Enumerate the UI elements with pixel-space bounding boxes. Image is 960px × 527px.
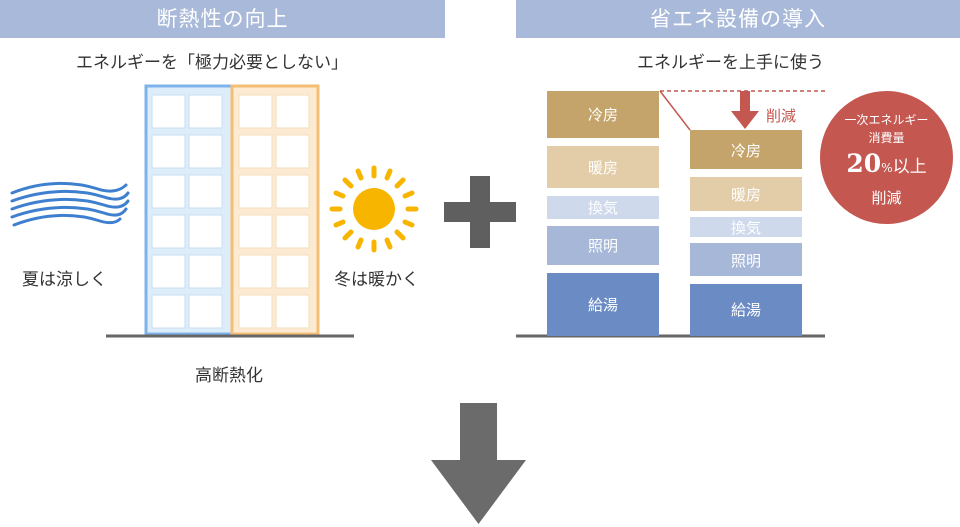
window-pane-warm-side <box>238 134 273 169</box>
badge-line-primary-energy: 一次エネルギー <box>844 113 929 127</box>
badge-line-reduction: 削減 <box>871 189 902 207</box>
reduction-badge: 一次エネルギー 消費量 20%以上 削減 <box>820 91 953 224</box>
after-bar-cooling <box>690 130 802 169</box>
before-bar-cooling <box>547 91 659 138</box>
window-pane-cool-side <box>188 134 223 169</box>
before-bar-ventilation <box>547 196 659 219</box>
before-bar-label-lighting: 照明 <box>587 237 618 255</box>
before-bar-label-cooling: 冷房 <box>587 106 618 124</box>
window-pane-warm-side <box>275 94 310 129</box>
badge-number: 20 <box>846 149 882 178</box>
window-pane-cool-side <box>151 294 186 329</box>
badge-suffix: 以上 <box>892 157 927 177</box>
window-pane-warm-side <box>238 214 273 249</box>
winter-label: 冬は暖かく <box>334 270 419 290</box>
after-bar-label-hot-water: 給湯 <box>730 301 761 319</box>
after-bar-label-lighting: 照明 <box>730 252 761 270</box>
after-bar-lighting <box>690 243 802 276</box>
window-pane-warm-side <box>275 134 310 169</box>
before-bar-hot-water <box>547 273 659 336</box>
down-arrow-icon <box>431 403 526 524</box>
after-bar-ventilation <box>690 217 802 237</box>
summer-label: 夏は涼しく <box>22 270 107 290</box>
reduction-arrow-icon <box>731 91 759 129</box>
before-bar-label-heating: 暖房 <box>587 159 618 177</box>
window-pane-warm-side <box>238 94 273 129</box>
after-bar-label-cooling: 冷房 <box>730 142 761 160</box>
reduction-connector <box>659 90 691 131</box>
left-header: 断熱性の向上 <box>0 0 445 38</box>
building-caption: 高断熱化 <box>195 366 263 386</box>
window-pane-cool-side <box>188 174 223 209</box>
window-pane-cool-side <box>151 134 186 169</box>
before-bar-lighting <box>547 226 659 265</box>
window-pane-warm-side <box>275 174 310 209</box>
window-pane-warm-side <box>275 294 310 329</box>
window-pane-cool-side <box>151 174 186 209</box>
window-pane-warm-side <box>238 174 273 209</box>
badge-line-consumption: 消費量 <box>868 131 905 145</box>
left-subtitle: エネルギーを「極力必要としない」 <box>76 53 348 73</box>
after-bar-hot-water <box>690 284 802 336</box>
after-bar-label-ventilation: 換気 <box>730 219 761 237</box>
after-bar-heating <box>690 177 802 211</box>
window-pane-cool-side <box>151 94 186 129</box>
sun-icon <box>329 165 419 253</box>
window-pane-cool-side <box>151 254 186 289</box>
window-pane-warm-side <box>238 294 273 329</box>
right-subtitle: エネルギーを上手に使う <box>637 53 824 73</box>
before-bar-label-hot-water: 給湯 <box>587 296 618 314</box>
window-pane-cool-side <box>188 294 223 329</box>
window-pane-warm-side <box>275 254 310 289</box>
window-pane-cool-side <box>188 254 223 289</box>
window-pane-warm-side <box>238 254 273 289</box>
badge-percent: % <box>881 161 893 175</box>
energy-chart <box>516 90 825 338</box>
before-bar-heating <box>547 146 659 188</box>
window-pane-cool-side <box>188 214 223 249</box>
badge-line-percentage: 20%以上 <box>820 149 953 178</box>
window-pane-cool-side <box>151 214 186 249</box>
window-pane-warm-side <box>275 214 310 249</box>
right-header: 省エネ設備の導入 <box>516 0 960 38</box>
plus-icon <box>444 176 516 248</box>
wind-icon <box>10 181 130 227</box>
reduction-label: 削減 <box>766 107 797 125</box>
after-bar-label-heating: 暖房 <box>730 186 761 204</box>
window-pane-cool-side <box>188 94 223 129</box>
insulated-building <box>106 84 354 338</box>
before-bar-label-ventilation: 換気 <box>587 199 618 217</box>
